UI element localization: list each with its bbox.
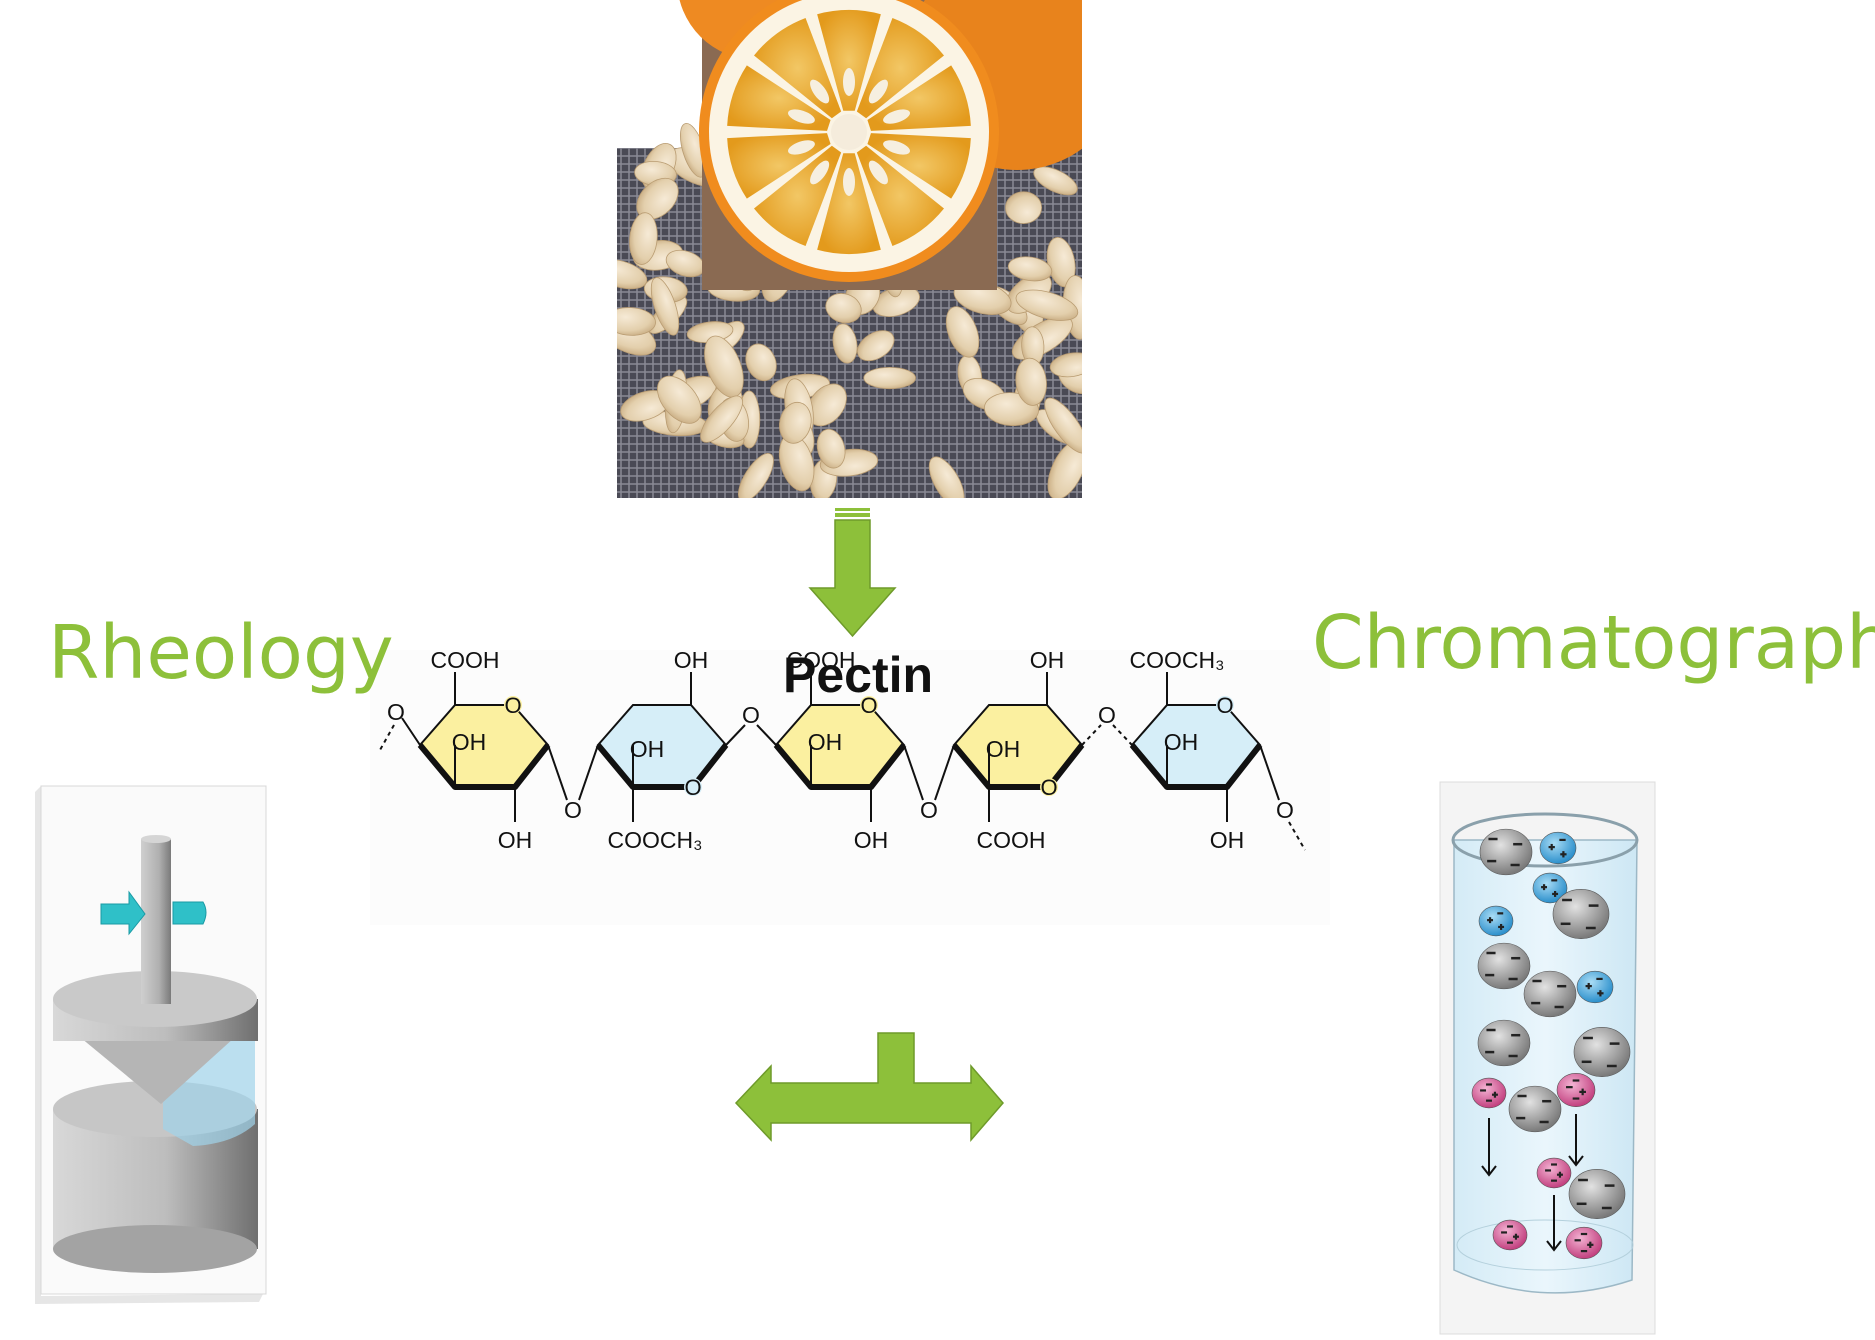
- linkage-oxygen: O: [920, 797, 938, 823]
- citrus-seed: [843, 68, 855, 96]
- gray-particle: [1523, 970, 1577, 1018]
- kernel: [1015, 289, 1079, 321]
- kernel: [857, 330, 895, 362]
- kernel: [825, 293, 862, 324]
- chromatography-label: Chromatography: [1312, 600, 1875, 686]
- split-arrow-icon: [734, 1032, 1004, 1143]
- ring-oxygen: O: [860, 693, 877, 718]
- ring-hydroxyl: OH: [452, 729, 487, 755]
- kernel: [650, 277, 680, 336]
- ring-oxygen: O: [684, 775, 701, 800]
- source-photos: [593, 0, 1127, 508]
- kernel: [1005, 191, 1043, 224]
- ring-oxygen: O: [504, 693, 521, 718]
- kernel: [1033, 166, 1078, 196]
- citrus-seed: [883, 109, 910, 124]
- top-substituent: COOH: [787, 650, 856, 673]
- ring-oxygen: O: [1216, 693, 1233, 718]
- kernel: [863, 366, 916, 390]
- gray-particle: [1508, 1085, 1562, 1133]
- flow-arrow-icon: [1568, 1114, 1584, 1167]
- top-substituent: OH: [674, 650, 709, 673]
- linkage-oxygen: O: [387, 699, 405, 725]
- kernel: [1015, 357, 1047, 406]
- pink-particle: [1536, 1157, 1572, 1189]
- bottom-substituent: OH: [1210, 827, 1245, 853]
- citrus-segment: [817, 153, 881, 255]
- ring-oxygen: O: [1040, 775, 1057, 800]
- gray-particle: [1552, 889, 1610, 939]
- citrus-seed: [788, 109, 815, 124]
- kernel: [945, 306, 980, 358]
- split-arrow: [728, 1028, 1008, 1152]
- gray-particle: [1477, 942, 1531, 990]
- pink-particle: [1556, 1072, 1596, 1108]
- blue-particle: [1478, 905, 1514, 937]
- pink-particle: [1565, 1226, 1603, 1260]
- citrus-seed: [868, 160, 888, 185]
- kernel: [629, 212, 658, 265]
- flow-arrow-icon: [1546, 1195, 1562, 1252]
- kernel: [745, 343, 777, 382]
- pectin-unit: O OH OH COOH O: [951, 647, 1133, 853]
- ring-hydroxyl: OH: [630, 736, 665, 762]
- top-substituent: OH: [1030, 650, 1065, 673]
- flow-arrow-icon: [1481, 1118, 1497, 1177]
- down-arrow: [805, 508, 900, 647]
- linkage-oxygen: O: [742, 702, 760, 728]
- citrus-fruit-photo: [679, 0, 1127, 290]
- gray-particle: [1568, 1169, 1626, 1219]
- kernel: [1007, 256, 1053, 282]
- kernel: [779, 401, 812, 444]
- blue-particle: [1532, 872, 1568, 904]
- citrus-seed: [868, 79, 888, 104]
- chromatography-column-illustration: [1432, 780, 1662, 1340]
- pectin-unit: O OH OH COOCH₃ O: [595, 647, 777, 853]
- pectin-unit: O COOCH₃ OH OH O: [1130, 647, 1306, 853]
- kernel: [657, 375, 702, 424]
- gray-particle: [1573, 1027, 1631, 1077]
- ring-hydroxyl: OH: [986, 736, 1021, 762]
- rheology-label: Rheology: [48, 610, 394, 696]
- pink-particle: [1492, 1219, 1528, 1251]
- pectin-title: Pectin: [783, 647, 934, 703]
- citrus-segment: [817, 9, 881, 111]
- blue-particle: [1576, 970, 1614, 1004]
- top-substituent: COOH: [431, 650, 500, 673]
- ring-hydroxyl: OH: [1164, 729, 1199, 755]
- citrus-seed: [810, 79, 830, 104]
- kernel: [700, 395, 743, 443]
- ring-hydroxyl: OH: [808, 729, 843, 755]
- gray-particle: [1479, 828, 1533, 876]
- rheometer-illustration: [33, 784, 273, 1328]
- blue-particle: [1539, 831, 1577, 865]
- top-substituent: COOCH₃: [1130, 650, 1225, 673]
- column-icon: [1439, 781, 1656, 1335]
- bottom-substituent: COOH: [977, 827, 1046, 853]
- kernel: [816, 428, 846, 469]
- rotation-arrow-icon: [100, 890, 146, 936]
- bottom-substituent: COOCH₃: [608, 827, 703, 853]
- linkage-oxygen: O: [1098, 702, 1116, 728]
- linkage-oxygen: O: [564, 797, 582, 823]
- bottom-substituent: OH: [498, 827, 533, 853]
- kernel: [832, 323, 858, 364]
- citrus-seed: [788, 140, 815, 155]
- rheometer-icon: [35, 785, 267, 1304]
- gray-particle: [1477, 1019, 1531, 1067]
- pink-particle: [1471, 1077, 1507, 1109]
- source-photos-svg: [593, 0, 1127, 508]
- citrus-seed: [883, 140, 910, 155]
- citrus-seed: [810, 160, 830, 185]
- linkage-oxygen: O: [1276, 797, 1294, 823]
- citrus-seed: [843, 168, 855, 196]
- down-arrow-icon: [808, 508, 897, 638]
- bottom-substituent: OH: [854, 827, 889, 853]
